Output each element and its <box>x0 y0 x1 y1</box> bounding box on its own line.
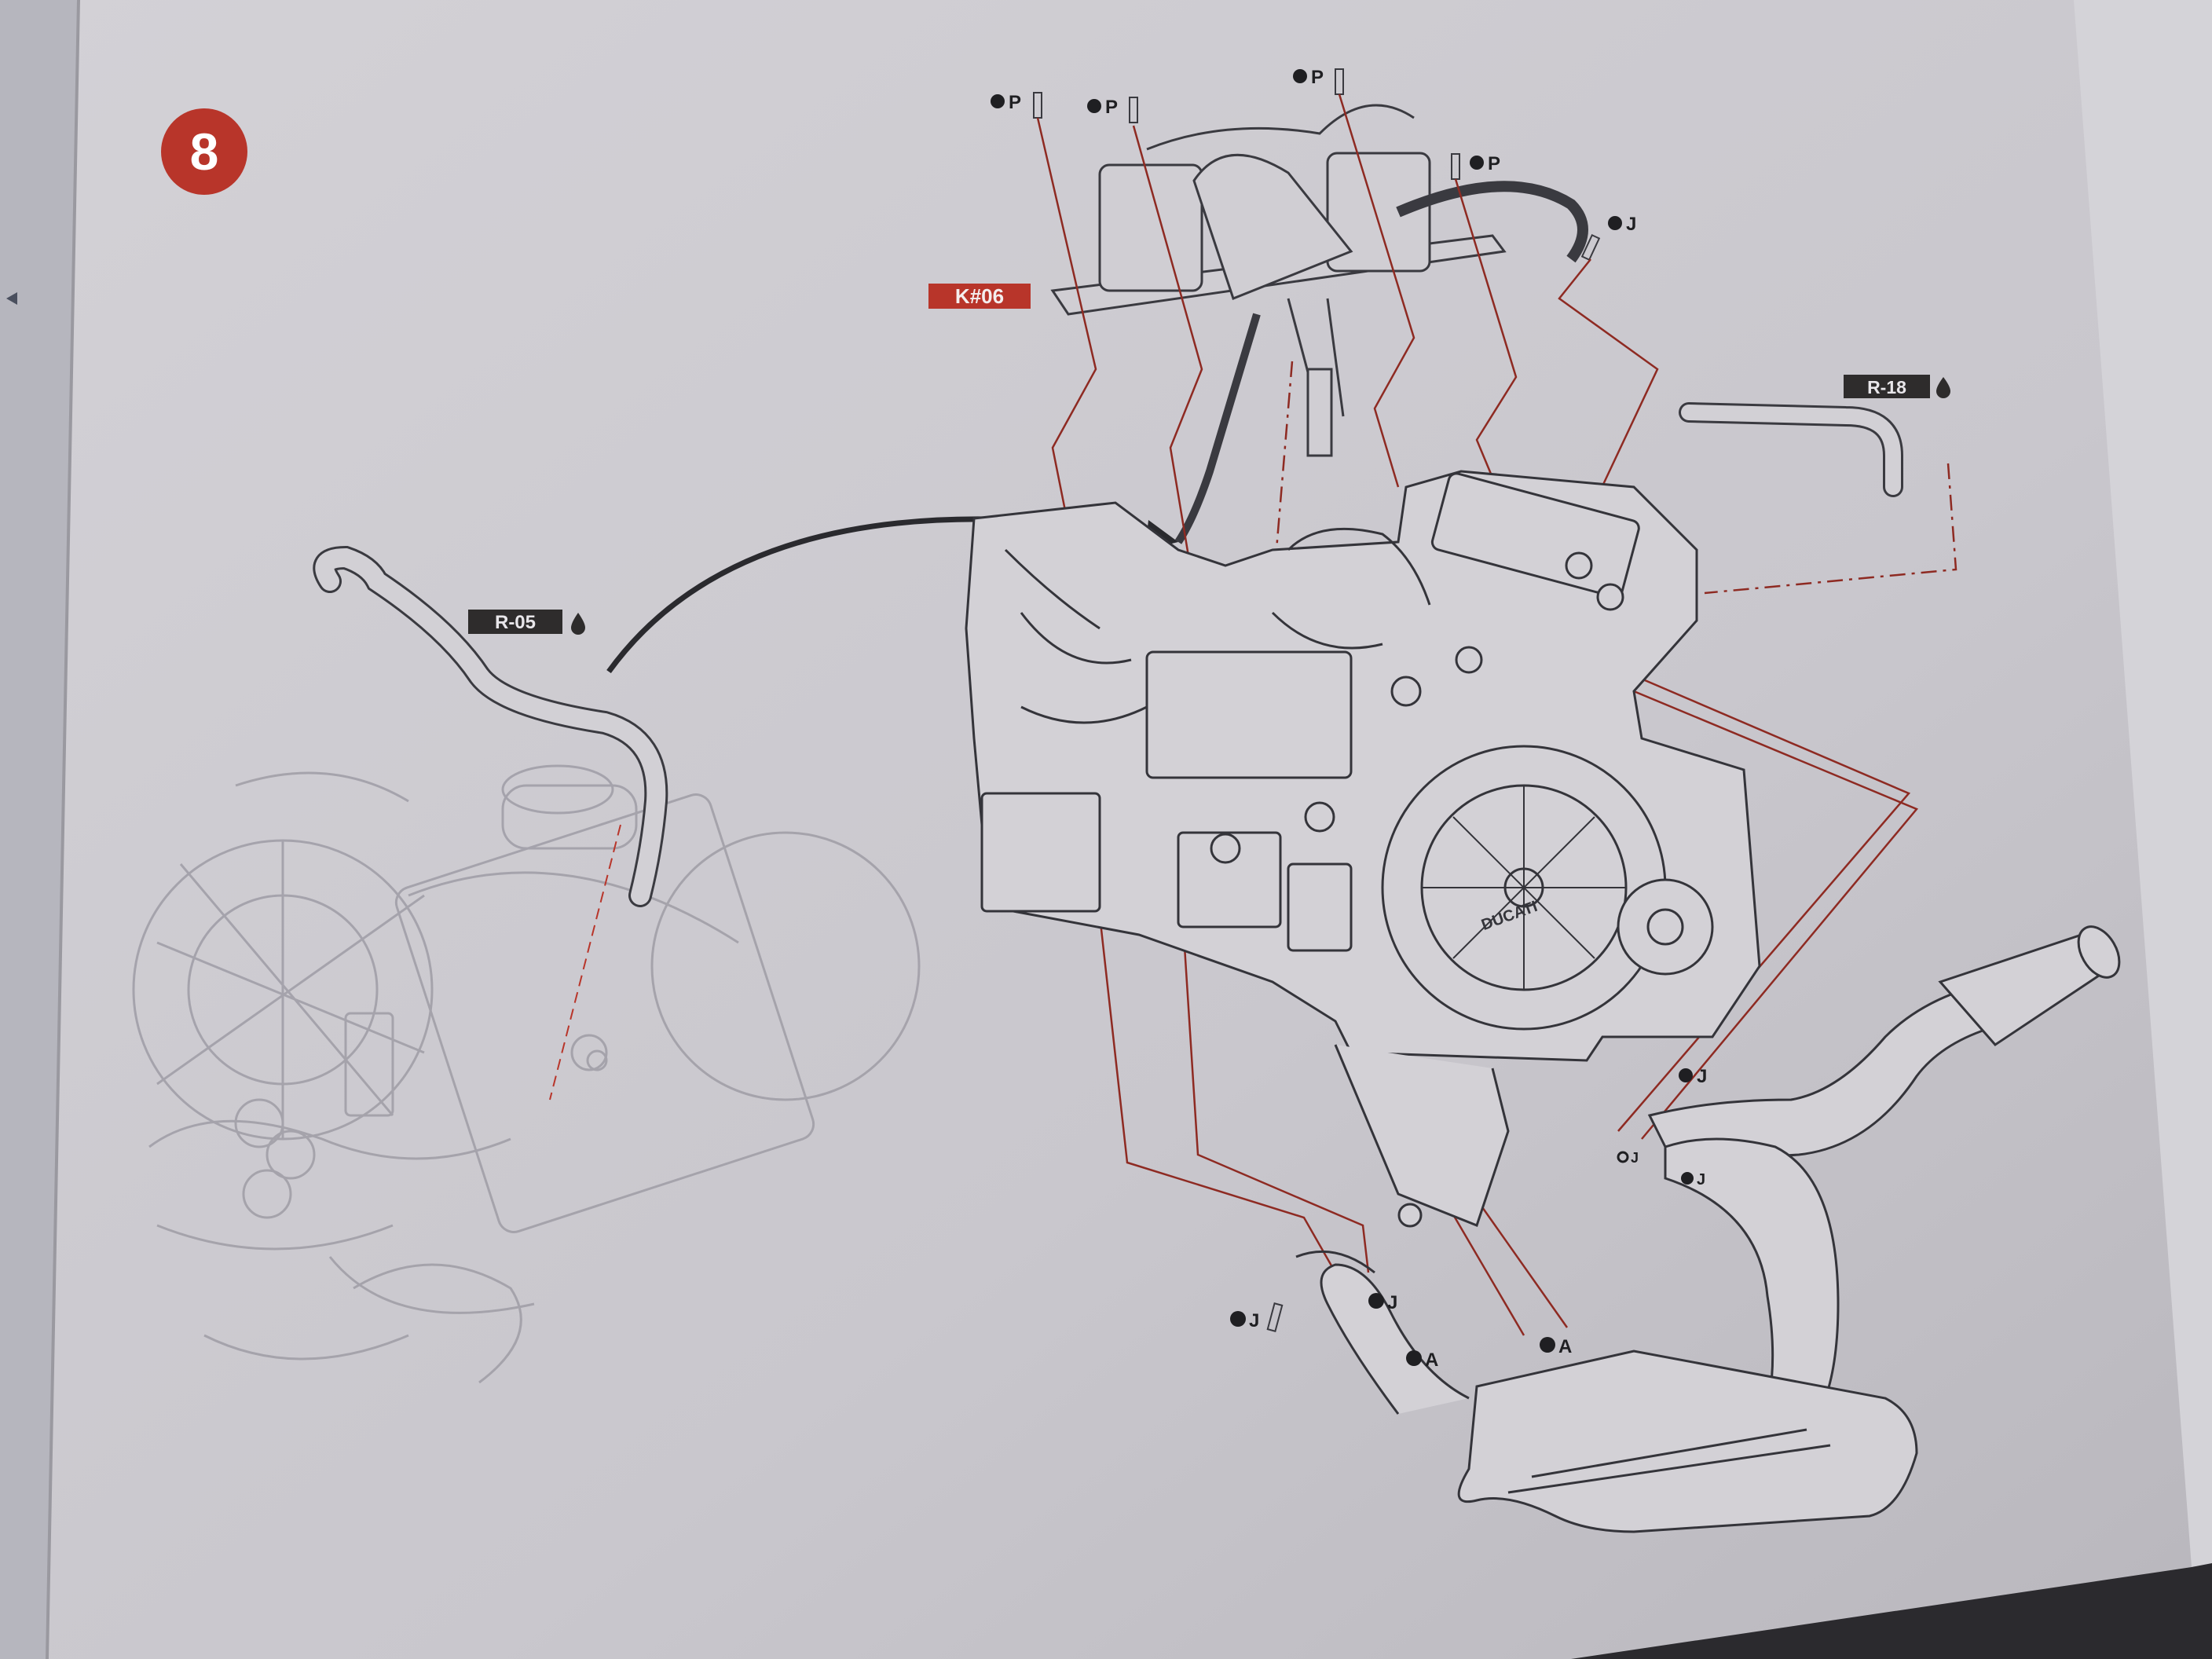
previous-page-edge <box>0 0 86 1659</box>
part-label-k06: K#06 <box>928 284 1031 309</box>
part-label-r05: R-05 <box>468 610 585 635</box>
svg-text:A: A <box>1425 1350 1438 1371</box>
svg-text:A: A <box>1558 1336 1572 1357</box>
svg-text:R-18: R-18 <box>1867 377 1906 397</box>
screw-p2: P <box>1087 97 1138 123</box>
svg-text:J: J <box>1697 1066 1707 1087</box>
svg-text:J: J <box>1626 214 1636 235</box>
svg-text:P: P <box>1488 153 1500 174</box>
svg-text:P: P <box>1311 67 1324 88</box>
glue-drop-icon <box>571 613 585 635</box>
screw-j-header-right: J <box>1368 1292 1397 1313</box>
ghost-engine-illustration <box>132 764 921 1384</box>
exhaust-system <box>1295 925 2121 1533</box>
svg-text:J: J <box>1249 1310 1259 1331</box>
airbox-assembly <box>1050 104 1588 544</box>
page-edge-line <box>46 0 80 1659</box>
part-label-r18: R-18 <box>1844 375 1950 398</box>
screw-j-top: J <box>1580 214 1636 262</box>
svg-text:P: P <box>1009 92 1021 113</box>
screw-j-header-left: J <box>1230 1302 1284 1332</box>
svg-text:K#06: K#06 <box>955 284 1004 308</box>
svg-text:R-05: R-05 <box>495 612 536 633</box>
arrow-left-icon <box>6 292 17 305</box>
svg-text:J: J <box>1697 1171 1705 1188</box>
screw-j-exhaust-3: J <box>1617 1150 1639 1166</box>
glue-drop-icon <box>1936 377 1950 398</box>
screw-p1: P <box>991 92 1042 119</box>
screw-j-exhaust-2: J <box>1681 1171 1705 1188</box>
step-number: 8 <box>190 123 219 181</box>
step-badge: 8 <box>161 108 247 195</box>
svg-text:P: P <box>1105 97 1118 118</box>
leader-line-r05 <box>549 824 621 1101</box>
shadow-corner <box>1571 1563 2212 1659</box>
screw-a-left: A <box>1406 1350 1438 1371</box>
svg-text:J: J <box>1631 1150 1639 1166</box>
svg-text:J: J <box>1387 1292 1397 1313</box>
screw-a-right: A <box>1540 1336 1572 1357</box>
engine-illustration <box>965 470 1761 1228</box>
screw-j-exhaust-1: J <box>1679 1066 1707 1087</box>
